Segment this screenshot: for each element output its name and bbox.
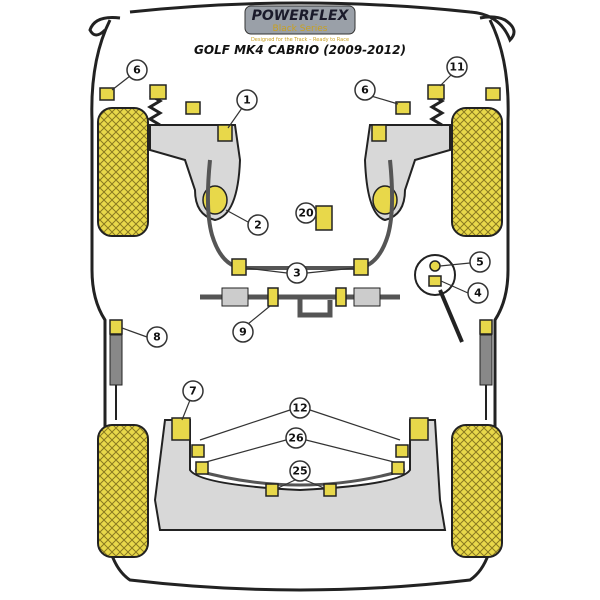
svg-text:20: 20 [298,207,314,220]
svg-text:Designed for the Track – Ready: Designed for the Track – Ready to Race [251,37,349,43]
svg-text:4: 4 [474,287,482,300]
steering-boot-right [353,287,381,307]
powerflex-logo: POWERFLEX Black Series Designed for the … [244,5,356,43]
bush-6-left [99,87,115,101]
bush-left-2 [185,101,201,115]
svg-text:POWERFLEX: POWERFLEX [252,8,350,24]
bush-7-right [409,417,429,441]
bush-6-right [395,101,411,115]
right-spring [429,93,445,127]
callout-20: 20 [295,202,317,224]
svg-text:1: 1 [243,94,251,107]
callout-26: 26 [285,427,307,449]
bush-right-top [485,87,501,101]
svg-text:Black Series: Black Series [273,24,328,34]
bush-20 [315,205,333,231]
bush-25-right [323,483,337,497]
svg-text:5: 5 [476,256,484,269]
bush-right-1 [371,124,387,142]
svg-text:6: 6 [133,64,141,77]
bush-4 [428,275,442,287]
rear-left-wheel [97,424,149,558]
svg-text:26: 26 [288,432,304,445]
bush-9-left [267,287,279,307]
bush-5 [429,260,441,272]
bush-7 [171,417,191,441]
callout-6-right: 6 [354,79,376,101]
rear-left-shock [109,334,123,386]
rear-right-shock [479,334,493,386]
svg-text:2: 2 [254,219,262,232]
callout-1: 1 [236,89,258,111]
svg-text:7: 7 [189,385,197,398]
svg-text:12: 12 [292,402,307,415]
rear-right-wheel [451,424,503,558]
callout-25: 25 [289,460,311,482]
link-rod [438,289,464,343]
bush-9-right [335,287,347,307]
bush-26-right [391,461,405,475]
callout-2: 2 [247,214,269,236]
bush-8-right [479,319,493,335]
bush-11 [427,84,445,100]
callout-8: 8 [146,326,168,348]
front-right-wheel [451,107,503,237]
bush-8 [109,319,123,335]
bush-25-left [265,483,279,497]
steering-boot-left [221,287,249,307]
left-spring [147,93,163,127]
callout-7: 7 [182,380,204,402]
svg-text:8: 8 [153,331,161,344]
svg-text:6: 6 [361,84,369,97]
callout-5: 5 [469,251,491,273]
car-body-outline [88,1,516,592]
callout-4: 4 [467,282,489,304]
front-left-wheel [97,107,149,237]
callout-3: 3 [286,262,308,284]
bush-top-left [149,84,167,100]
svg-text:9: 9 [239,326,247,339]
callout-9: 9 [232,321,254,343]
callout-11: 11 [446,56,468,78]
bush-1 [217,124,233,142]
svg-text:11: 11 [449,61,464,74]
bush-3-right [353,258,369,276]
svg-text:3: 3 [293,267,301,280]
svg-text:25: 25 [292,465,307,478]
bush-26-left [195,461,209,475]
bush-12-left [191,444,205,458]
leader-lines [111,73,471,489]
bush-12-right [395,444,409,458]
bush-3-left [231,258,247,276]
callout-12: 12 [289,397,311,419]
callout-6-left: 6 [126,59,148,81]
page-title: GOLF MK4 CABRIO (2009-2012) [194,43,406,57]
